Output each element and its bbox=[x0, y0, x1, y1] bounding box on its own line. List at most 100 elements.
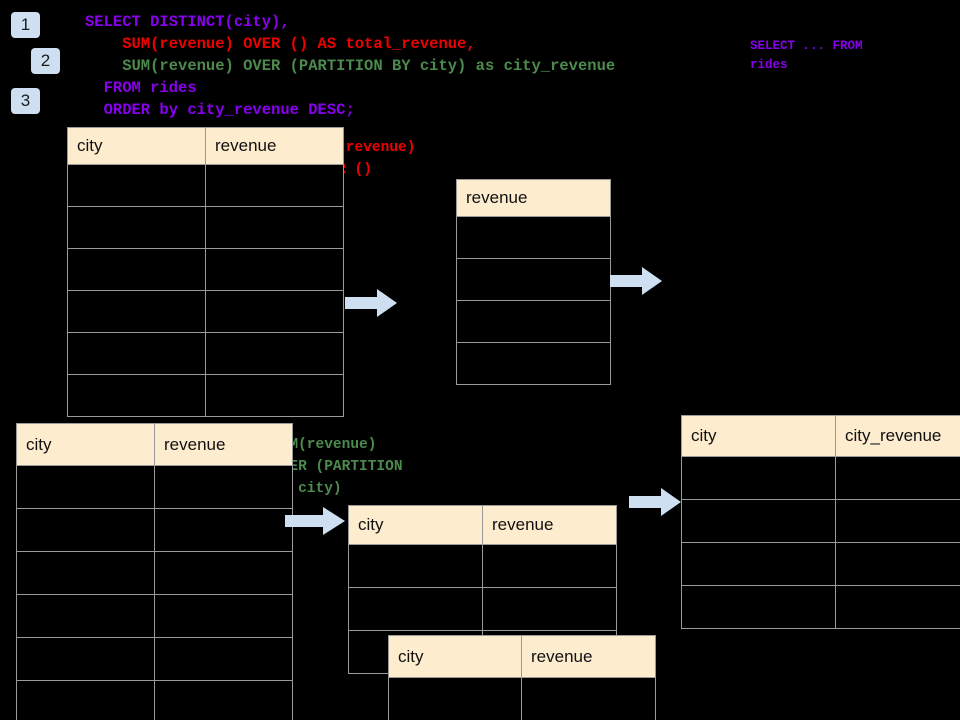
table-total-revenue-result: revenue bbox=[456, 179, 611, 385]
cell-city bbox=[67, 248, 206, 291]
column-header-city: city bbox=[388, 635, 522, 678]
sql-side-note: SELECT ... FROM rides bbox=[750, 39, 863, 72]
table-rides-source-top: city revenue bbox=[67, 127, 344, 417]
arrow-partition-to-final-icon bbox=[629, 488, 681, 516]
column-header-city: city bbox=[348, 505, 483, 545]
column-header-revenue: revenue bbox=[521, 635, 656, 678]
table-row bbox=[456, 216, 611, 259]
sql-line-from: FROM rides bbox=[85, 79, 197, 97]
step-badge-1: 1 bbox=[11, 12, 40, 38]
cell-city bbox=[67, 206, 206, 249]
sql-line-select: SELECT DISTINCT(city), bbox=[85, 13, 290, 31]
table-row bbox=[67, 248, 344, 291]
cell-revenue bbox=[154, 637, 293, 681]
cell-revenue bbox=[205, 374, 344, 417]
cell-revenue bbox=[154, 680, 293, 720]
cell-revenue bbox=[205, 290, 344, 333]
cell-revenue bbox=[154, 465, 293, 509]
cell-city bbox=[388, 677, 522, 720]
table-final-result: city city_revenue bbox=[681, 415, 960, 629]
arrow-total-to-final-icon bbox=[610, 267, 662, 295]
cell-city bbox=[16, 594, 155, 638]
table-header-row: city revenue bbox=[67, 127, 344, 165]
sql-line-order-by: ORDER by city_revenue DESC; bbox=[85, 101, 355, 119]
table-row bbox=[16, 637, 293, 681]
step-badge-2: 2 bbox=[31, 48, 60, 74]
table-row bbox=[681, 499, 960, 543]
table-row bbox=[456, 258, 611, 301]
cell-revenue bbox=[205, 164, 344, 207]
table-header-row: city revenue bbox=[16, 423, 293, 466]
table-row bbox=[681, 456, 960, 500]
cell-city bbox=[16, 680, 155, 720]
cell-city bbox=[681, 585, 836, 629]
cell-city-revenue bbox=[835, 585, 960, 629]
sql-line-total-revenue: SUM(revenue) OVER () AS total_revenue, bbox=[85, 35, 476, 53]
cell-revenue bbox=[456, 216, 611, 259]
table-header-row: city revenue bbox=[388, 635, 656, 678]
cell-city bbox=[67, 164, 206, 207]
cell-city-revenue bbox=[835, 499, 960, 543]
cell-city bbox=[681, 542, 836, 586]
table-row bbox=[388, 677, 656, 720]
cell-city bbox=[16, 508, 155, 552]
cell-revenue bbox=[205, 248, 344, 291]
column-header-revenue: revenue bbox=[482, 505, 617, 545]
table-rides-source-bottom: city revenue bbox=[16, 423, 293, 720]
column-header-city: city bbox=[16, 423, 155, 466]
table-row bbox=[681, 542, 960, 586]
cell-city-revenue bbox=[835, 456, 960, 500]
cell-city-revenue bbox=[835, 542, 960, 586]
cell-revenue bbox=[521, 677, 656, 720]
cell-revenue bbox=[154, 551, 293, 595]
table-row bbox=[456, 300, 611, 343]
table-row bbox=[348, 587, 617, 631]
table-header-row: city revenue bbox=[348, 505, 617, 545]
table-row bbox=[681, 585, 960, 629]
cell-city bbox=[16, 465, 155, 509]
table-row bbox=[67, 206, 344, 249]
cell-city bbox=[16, 551, 155, 595]
sql-line-city-revenue: SUM(revenue) OVER (PARTITION BY city) as… bbox=[85, 57, 616, 75]
table-partition-group-front: city revenue bbox=[388, 635, 656, 720]
cell-city bbox=[348, 544, 483, 588]
column-header-revenue: revenue bbox=[154, 423, 293, 466]
column-header-revenue: revenue bbox=[205, 127, 344, 165]
table-row bbox=[16, 508, 293, 552]
step-badge-3: 3 bbox=[11, 88, 40, 114]
table-row bbox=[348, 544, 617, 588]
column-header-city: city bbox=[67, 127, 206, 165]
table-header-row: city city_revenue bbox=[681, 415, 960, 457]
cell-revenue bbox=[482, 587, 617, 631]
cell-revenue bbox=[205, 206, 344, 249]
table-row bbox=[16, 680, 293, 720]
cell-revenue bbox=[482, 544, 617, 588]
cell-city bbox=[348, 587, 483, 631]
cell-revenue bbox=[456, 258, 611, 301]
table-header-row: revenue bbox=[456, 179, 611, 217]
table-row bbox=[456, 342, 611, 385]
table-row bbox=[67, 374, 344, 417]
cell-city bbox=[681, 499, 836, 543]
cell-city bbox=[16, 637, 155, 681]
column-header-city-revenue: city_revenue bbox=[835, 415, 960, 457]
table-row bbox=[16, 551, 293, 595]
cell-city bbox=[67, 374, 206, 417]
column-header-city: city bbox=[681, 415, 836, 457]
table-row bbox=[16, 594, 293, 638]
column-header-revenue: revenue bbox=[456, 179, 611, 217]
arrow-source-to-total-icon bbox=[345, 289, 397, 317]
cell-revenue bbox=[205, 332, 344, 375]
table-row bbox=[67, 164, 344, 207]
cell-revenue bbox=[456, 342, 611, 385]
table-row bbox=[67, 290, 344, 333]
cell-city bbox=[681, 456, 836, 500]
table-row bbox=[16, 465, 293, 509]
cell-revenue bbox=[154, 594, 293, 638]
arrow-source-to-partition-icon bbox=[285, 507, 345, 535]
cell-city bbox=[67, 290, 206, 333]
cell-city bbox=[67, 332, 206, 375]
table-row bbox=[67, 332, 344, 375]
cell-revenue bbox=[456, 300, 611, 343]
